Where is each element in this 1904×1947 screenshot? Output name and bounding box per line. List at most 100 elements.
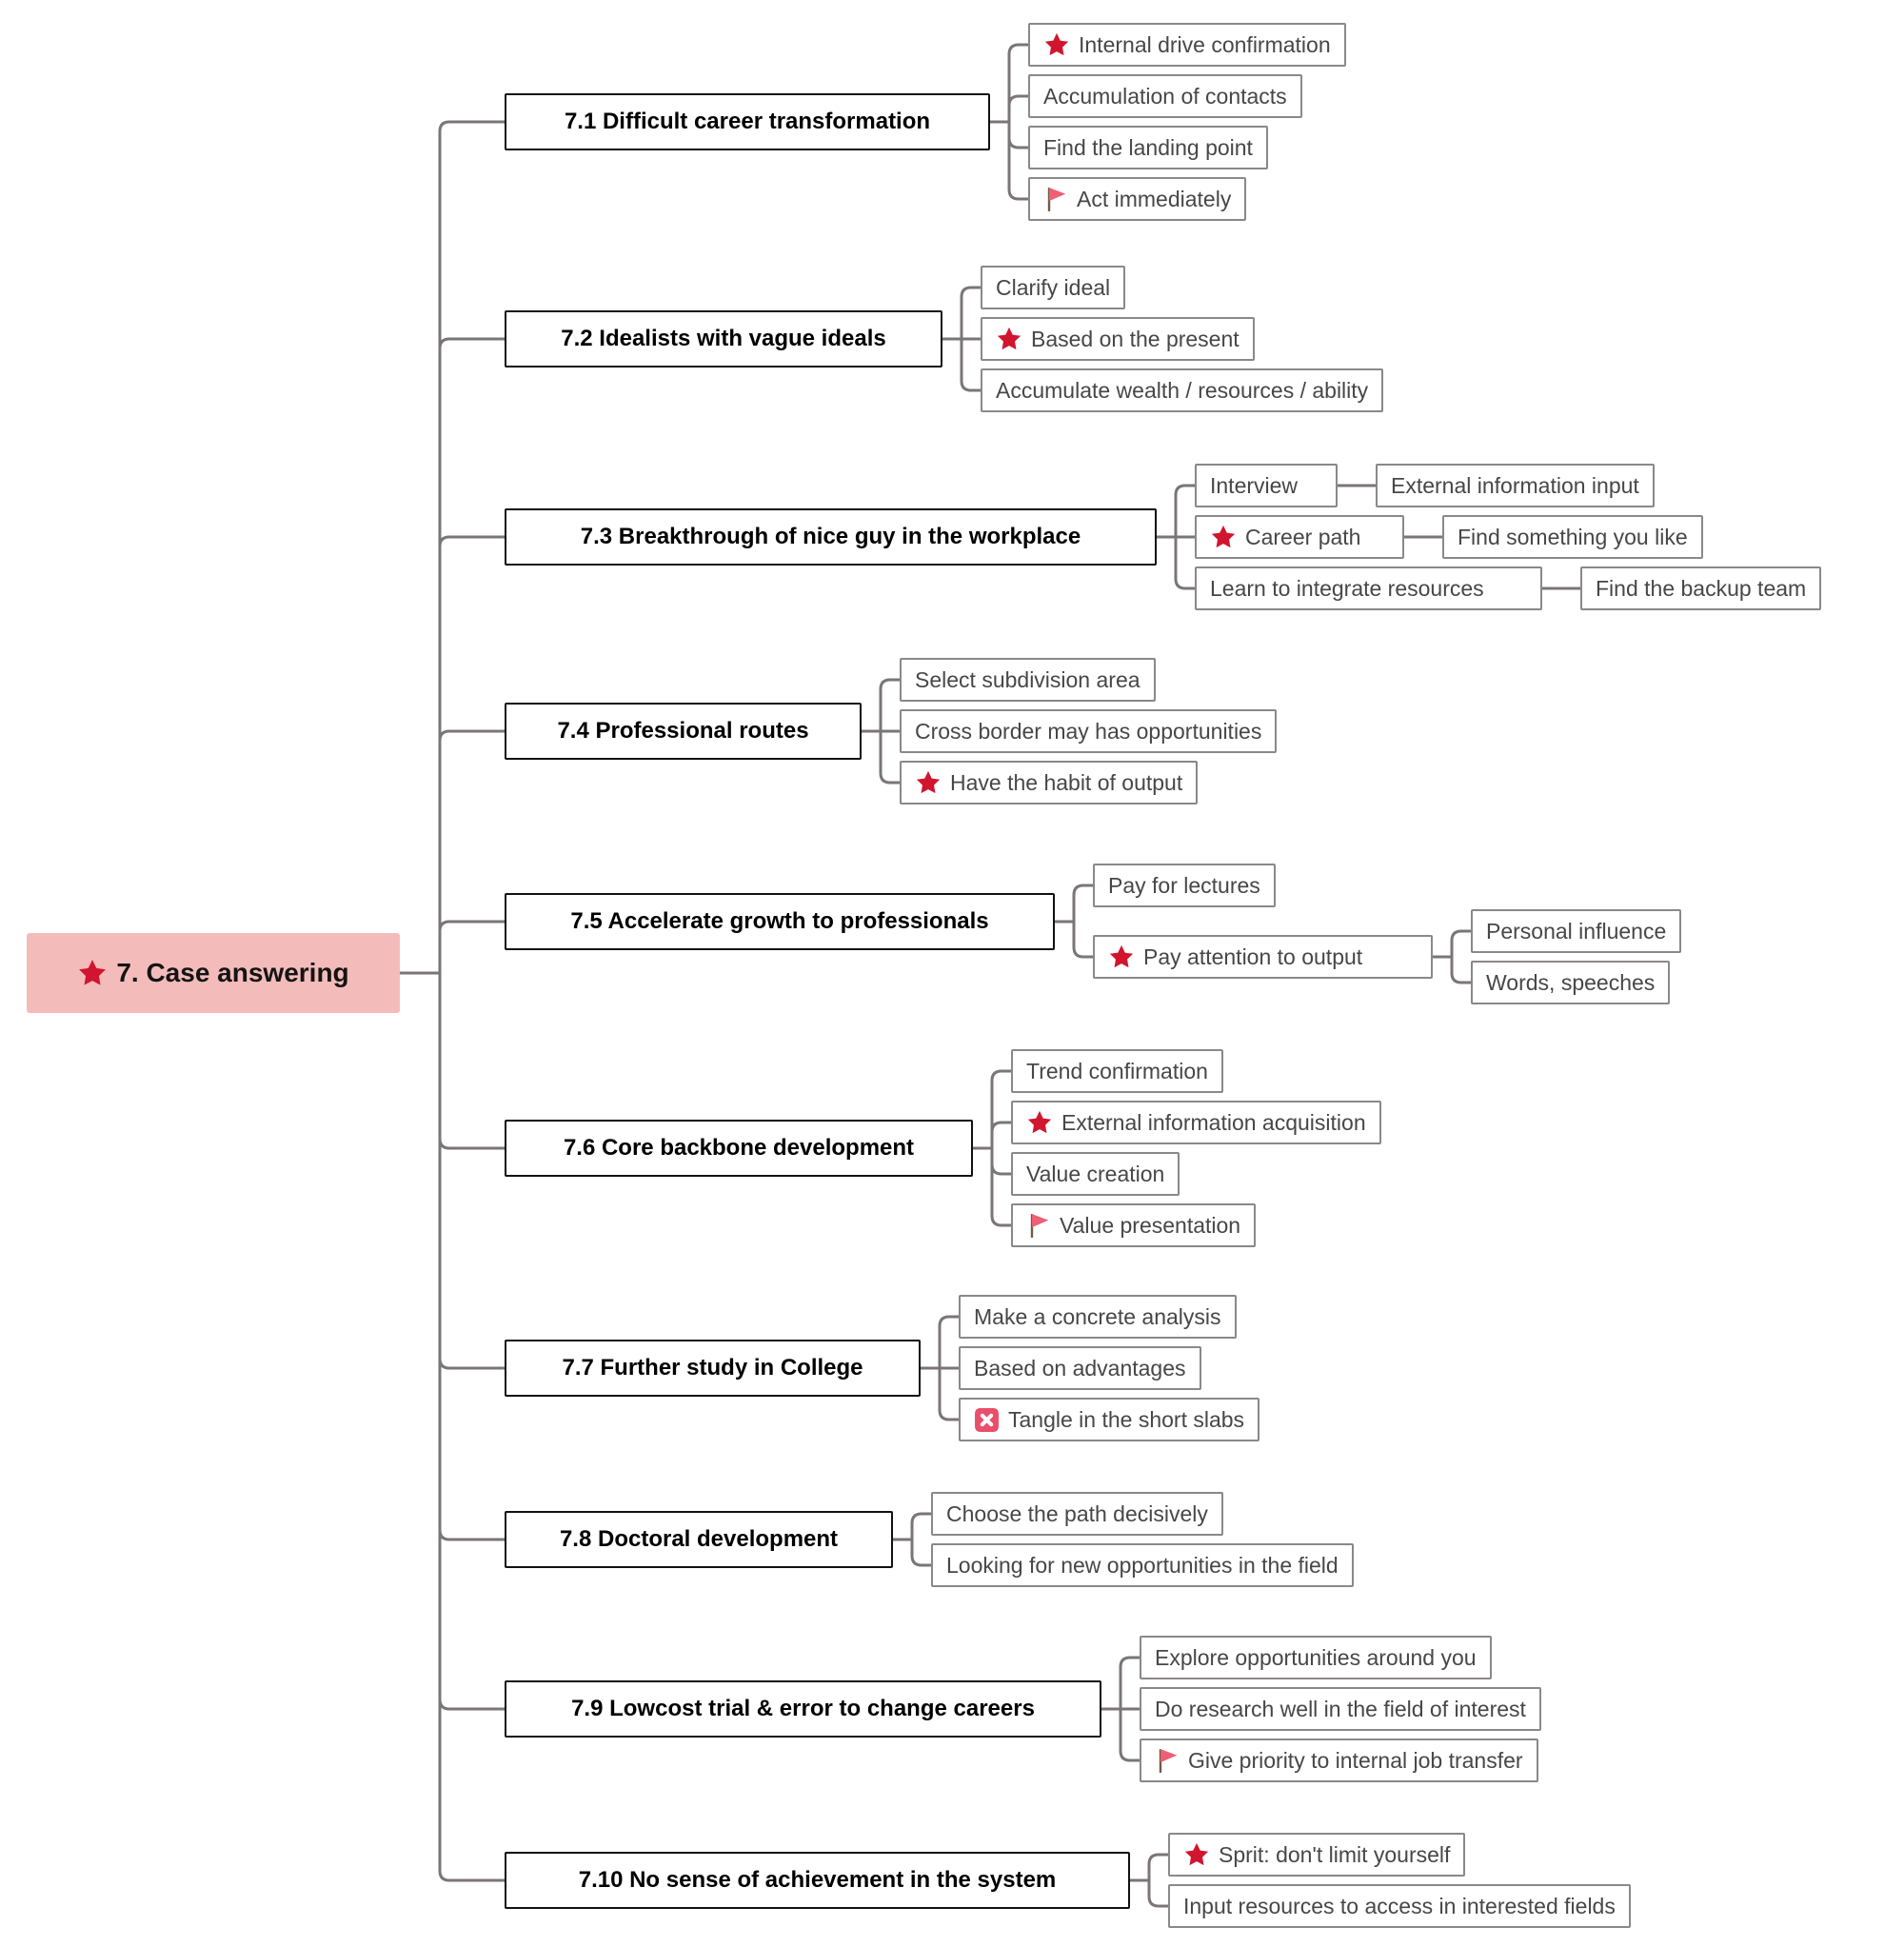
branch-difficult-career-transformation[interactable]: 7.1 Difficult career transformation bbox=[505, 93, 990, 150]
root-node-case-answering[interactable]: 7. Case answering bbox=[27, 933, 400, 1013]
connector bbox=[1119, 1709, 1140, 1762]
branch-idealists-with-vague-ideals[interactable]: 7.2 Idealists with vague ideals bbox=[505, 310, 942, 368]
node-label: Accumulate wealth / resources / ability bbox=[996, 377, 1369, 403]
node-label: Accumulation of contacts bbox=[1043, 83, 1287, 109]
leaf-value-presentation[interactable]: Value presentation bbox=[1011, 1203, 1257, 1247]
leaf-accumulation-of-contacts[interactable]: Accumulation of contacts bbox=[1028, 74, 1302, 118]
connector bbox=[990, 1069, 1011, 1148]
node-label: Sprit: don't limit yourself bbox=[1219, 1841, 1451, 1867]
connector bbox=[438, 920, 505, 973]
leaf-find-the-backup-team[interactable]: Find the backup team bbox=[1580, 566, 1822, 610]
star-icon bbox=[915, 769, 942, 796]
node-label: Cross border may has opportunities bbox=[915, 718, 1262, 744]
leaf-based-on-advantages[interactable]: Based on advantages bbox=[959, 1346, 1201, 1390]
node-label: Have the habit of output bbox=[950, 769, 1183, 795]
branch-accelerate-growth-to-professionals[interactable]: 7.5 Accelerate growth to professionals bbox=[505, 893, 1055, 950]
connector bbox=[438, 973, 505, 1711]
branch-further-study-in-college[interactable]: 7.7 Further study in College bbox=[505, 1340, 921, 1397]
star-icon bbox=[1210, 524, 1237, 550]
node-label: Interview bbox=[1210, 472, 1299, 498]
node-label: 7. Case answering bbox=[116, 958, 349, 987]
leaf-internal-drive-confirmation[interactable]: Internal drive confirmation bbox=[1028, 23, 1346, 67]
branch-no-sense-of-achievement[interactable]: 7.10 No sense of achievement in the syst… bbox=[505, 1852, 1130, 1909]
star-icon bbox=[1108, 944, 1135, 970]
node-label: Find the landing point bbox=[1043, 134, 1253, 160]
branch-core-backbone-development[interactable]: 7.6 Core backbone development bbox=[505, 1120, 973, 1177]
leaf-value-creation[interactable]: Value creation bbox=[1011, 1152, 1180, 1196]
flag-icon bbox=[1026, 1212, 1051, 1239]
connector bbox=[438, 973, 505, 1370]
node-label: Do research well in the field of interes… bbox=[1155, 1696, 1526, 1721]
connector bbox=[1450, 957, 1471, 984]
connector bbox=[438, 973, 505, 1882]
node-label: 7.10 No sense of achievement in the syst… bbox=[578, 1867, 1057, 1893]
connector bbox=[1119, 1656, 1140, 1709]
node-label: External information acquisition bbox=[1061, 1109, 1366, 1135]
connector bbox=[438, 973, 505, 1541]
leaf-looking-for-new-opportunities[interactable]: Looking for new opportunities in the fie… bbox=[931, 1543, 1354, 1587]
leaf-find-something-you-like[interactable]: Find something you like bbox=[1442, 515, 1703, 559]
node-label: Find the backup team bbox=[1596, 575, 1807, 601]
node-label: 7.6 Core backbone development bbox=[563, 1135, 915, 1161]
node-label: Internal drive confirmation bbox=[1079, 31, 1331, 57]
leaf-interview[interactable]: Interview bbox=[1195, 464, 1338, 507]
connector bbox=[1450, 929, 1471, 957]
leaf-make-a-concrete-analysis[interactable]: Make a concrete analysis bbox=[959, 1295, 1237, 1339]
leaf-pay-attention-to-output[interactable]: Pay attention to output bbox=[1093, 935, 1433, 979]
node-label: Value creation bbox=[1026, 1161, 1165, 1186]
leaf-sprit-dont-limit-yourself[interactable]: Sprit: don't limit yourself bbox=[1168, 1833, 1466, 1877]
node-label: Explore opportunities around you bbox=[1155, 1644, 1477, 1670]
node-label: Personal influence bbox=[1486, 918, 1667, 944]
leaf-external-information-acquisition[interactable]: External information acquisition bbox=[1011, 1101, 1381, 1144]
leaf-have-the-habit-of-output[interactable]: Have the habit of output bbox=[900, 761, 1199, 805]
leaf-external-information-input[interactable]: External information input bbox=[1376, 464, 1655, 507]
connector bbox=[1174, 537, 1195, 590]
node-label: Pay for lectures bbox=[1108, 872, 1260, 898]
branch-breakthrough-of-nice-guy[interactable]: 7.3 Breakthrough of nice guy in the work… bbox=[505, 508, 1157, 566]
connector bbox=[1072, 922, 1093, 959]
leaf-tangle-in-the-short-slabs[interactable]: Tangle in the short slabs bbox=[959, 1398, 1260, 1441]
node-label: Career path bbox=[1245, 524, 1361, 549]
branch-doctoral-development[interactable]: 7.8 Doctoral development bbox=[505, 1511, 893, 1568]
connector bbox=[910, 1512, 931, 1540]
leaf-find-the-landing-point[interactable]: Find the landing point bbox=[1028, 126, 1268, 169]
node-label: External information input bbox=[1391, 472, 1639, 498]
leaf-choose-the-path-decisively[interactable]: Choose the path decisively bbox=[931, 1492, 1223, 1536]
leaf-trend-confirmation[interactable]: Trend confirmation bbox=[1011, 1049, 1223, 1093]
node-label: Value presentation bbox=[1060, 1212, 1241, 1238]
leaf-accumulate-wealth-resources-ability[interactable]: Accumulate wealth / resources / ability bbox=[981, 368, 1384, 412]
node-label: Make a concrete analysis bbox=[974, 1303, 1221, 1329]
branch-professional-routes[interactable]: 7.4 Professional routes bbox=[505, 703, 862, 760]
node-label: 7.9 Lowcost trial & error to change care… bbox=[571, 1696, 1035, 1721]
connector bbox=[438, 729, 505, 973]
connector bbox=[1174, 484, 1195, 537]
node-label: Based on the present bbox=[1031, 326, 1240, 351]
connector bbox=[1007, 94, 1028, 122]
leaf-explore-opportunities-around-you[interactable]: Explore opportunities around you bbox=[1140, 1636, 1492, 1679]
connector bbox=[938, 1315, 959, 1368]
leaf-do-research-well[interactable]: Do research well in the field of interes… bbox=[1140, 1687, 1541, 1731]
node-label: 7.7 Further study in College bbox=[562, 1355, 863, 1381]
leaf-pay-for-lectures[interactable]: Pay for lectures bbox=[1093, 864, 1276, 907]
connector bbox=[1007, 43, 1028, 122]
leaf-input-resources-to-access[interactable]: Input resources to access in interested … bbox=[1168, 1884, 1631, 1928]
node-label: Find something you like bbox=[1458, 524, 1688, 549]
leaf-learn-to-integrate-resources[interactable]: Learn to integrate resources bbox=[1195, 566, 1542, 610]
node-label: Clarify ideal bbox=[996, 274, 1111, 300]
leaf-act-immediately[interactable]: Act immediately bbox=[1028, 177, 1247, 221]
leaf-based-on-the-present[interactable]: Based on the present bbox=[981, 317, 1255, 361]
flag-icon bbox=[1043, 186, 1068, 212]
leaf-career-path[interactable]: Career path bbox=[1195, 515, 1404, 559]
connector bbox=[1147, 1853, 1168, 1880]
leaf-personal-influence[interactable]: Personal influence bbox=[1471, 909, 1682, 953]
leaf-select-subdivision-area[interactable]: Select subdivision area bbox=[900, 658, 1156, 702]
branch-lowcost-trial-and-error[interactable]: 7.9 Lowcost trial & error to change care… bbox=[505, 1680, 1101, 1738]
node-label: Act immediately bbox=[1077, 186, 1232, 211]
leaf-words-speeches[interactable]: Words, speeches bbox=[1471, 961, 1671, 1004]
node-label: 7.1 Difficult career transformation bbox=[564, 109, 931, 134]
leaf-give-priority-to-internal-job-transfer[interactable]: Give priority to internal job transfer bbox=[1140, 1738, 1538, 1782]
leaf-clarify-ideal[interactable]: Clarify ideal bbox=[981, 266, 1126, 309]
leaf-cross-border-opportunities[interactable]: Cross border may has opportunities bbox=[900, 709, 1278, 753]
